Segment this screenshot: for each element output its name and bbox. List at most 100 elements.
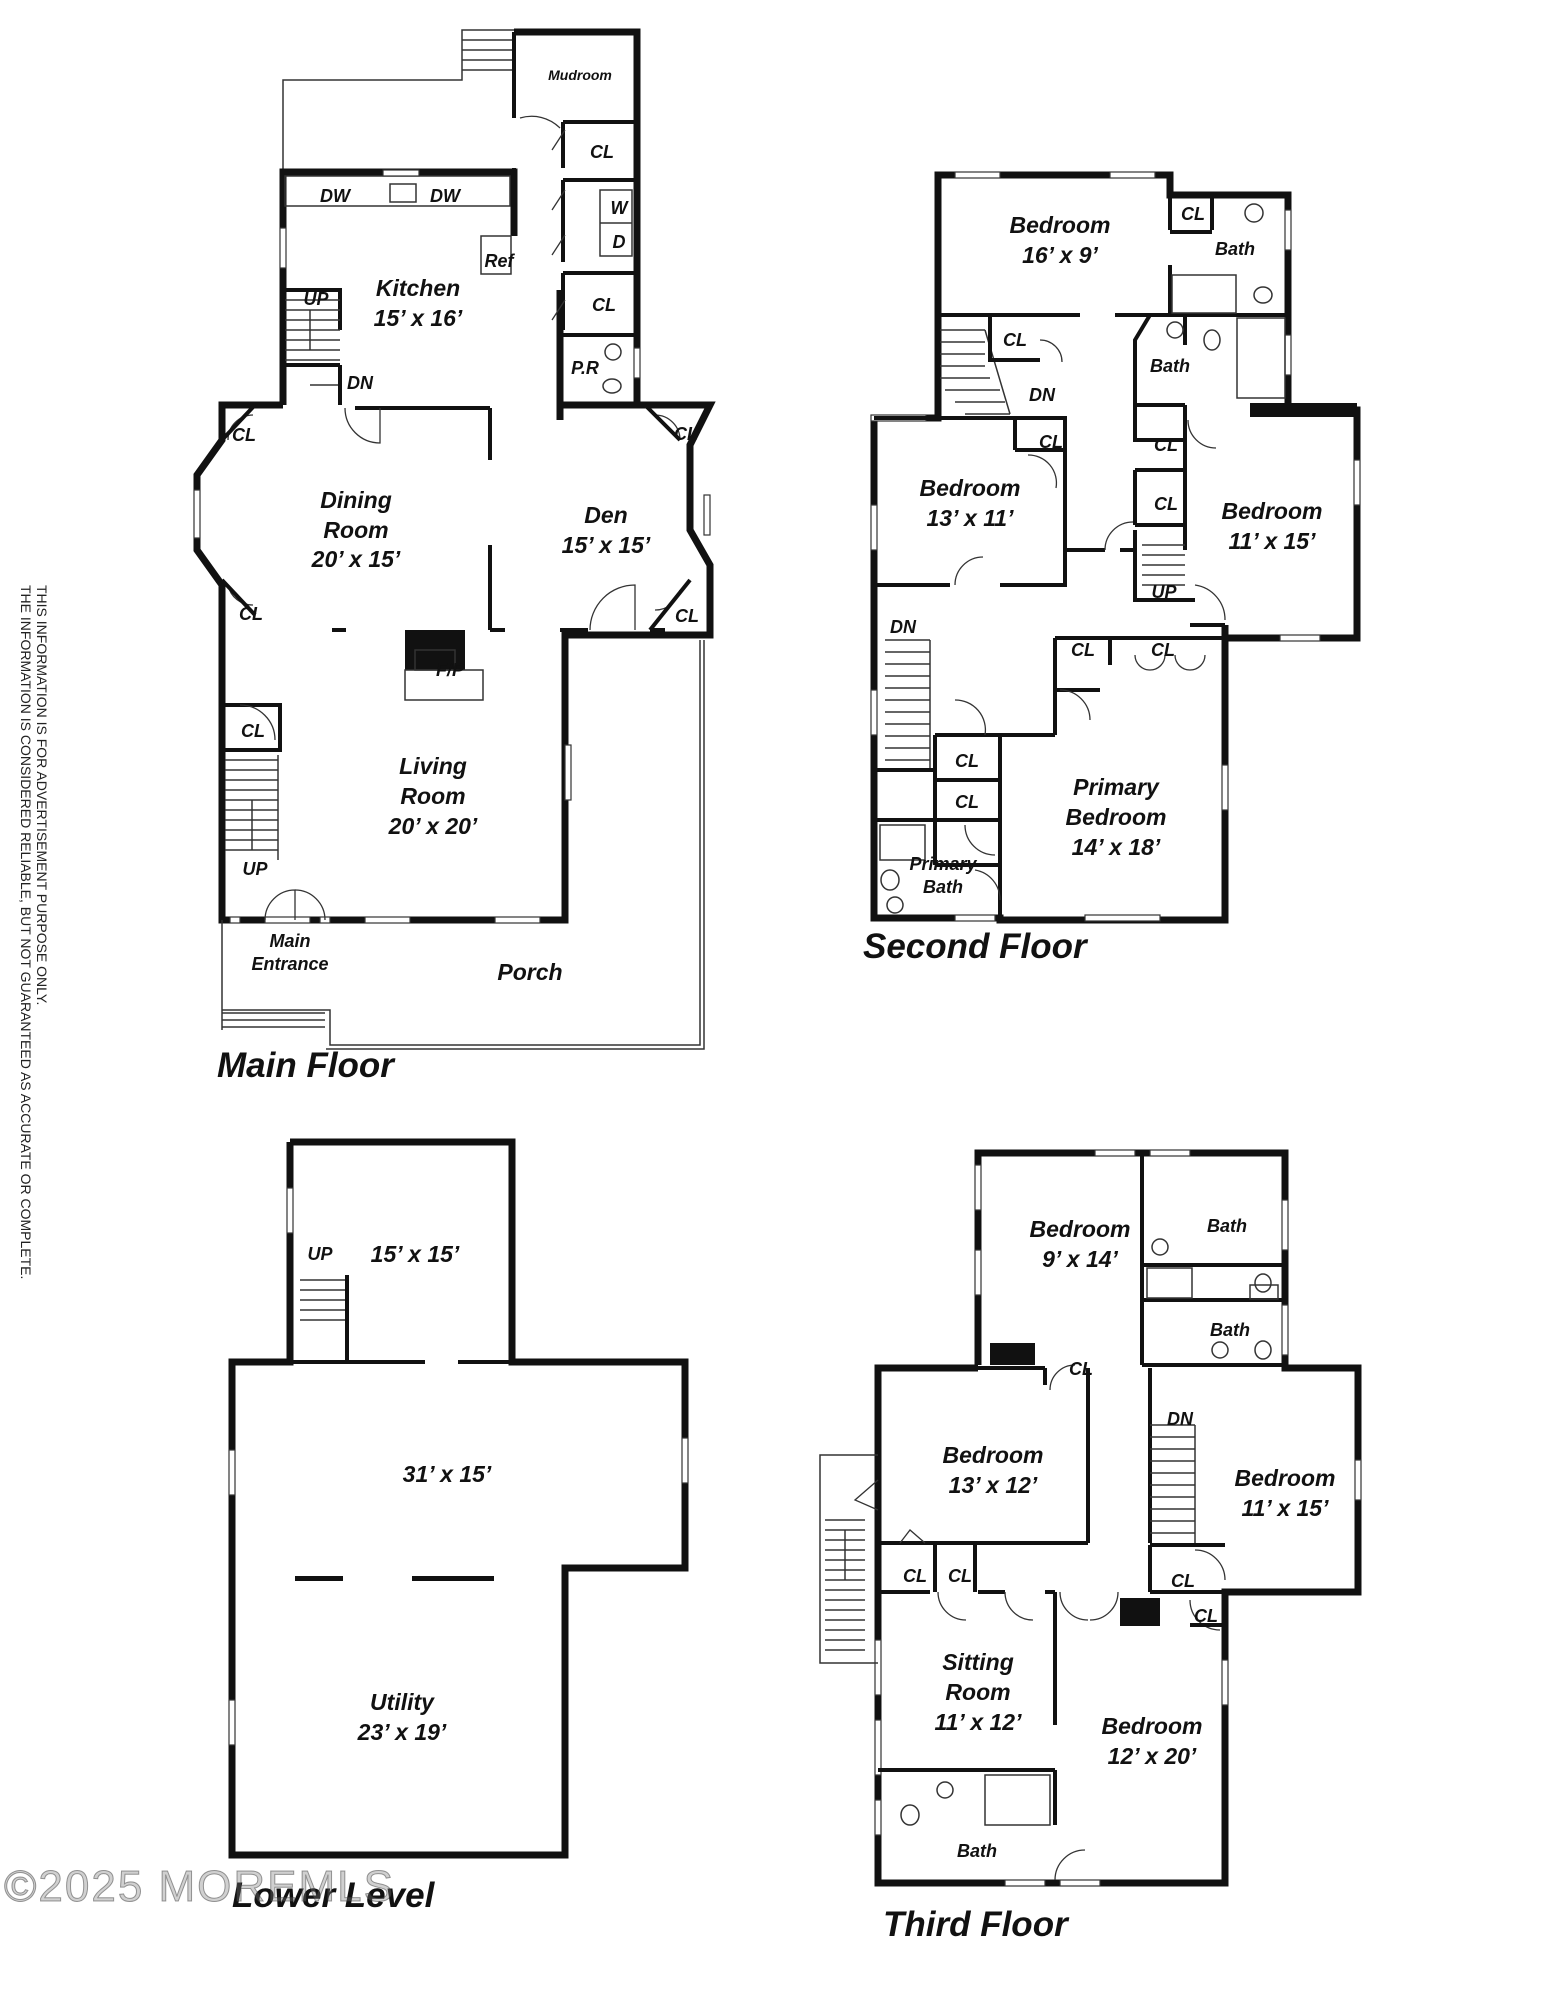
- porch-steps: [222, 1012, 325, 1028]
- kitchen-stairs: [285, 299, 340, 386]
- dining-room-label-line2: Room: [323, 517, 388, 543]
- living-closet-label: CL: [241, 721, 265, 741]
- third-bedroom-3-label: Bedroom: [1235, 1465, 1336, 1491]
- second-bedroom-1-label: Bedroom: [1010, 212, 1111, 238]
- second-stairs-down-1-label: DN: [1029, 385, 1056, 405]
- lower-stairs-up-label: UP: [307, 1244, 333, 1264]
- den-closet-bottom-label: CL: [675, 606, 699, 626]
- second-floor-title: Second Floor: [863, 927, 1089, 966]
- second-bedroom-3-dimensions: 11’ x 15’: [1229, 528, 1317, 554]
- kitchen-dimensions: 15’ x 16’: [374, 305, 463, 331]
- dryer-label: D: [613, 232, 626, 252]
- kitchen-stairs-up-label: UP: [303, 289, 329, 309]
- dining-closet-bottom-label: CL: [239, 604, 263, 624]
- kitchen-stairs-down-label: DN: [347, 373, 374, 393]
- lower-level-title: Lower Level: [232, 1876, 436, 1915]
- main-floor-outer-walls: [193, 401, 716, 924]
- mudroom-label: Mudroom: [548, 67, 612, 83]
- third-bedroom-4-dimensions: 12’ x 20’: [1108, 1743, 1197, 1769]
- refrigerator-label: Ref: [484, 251, 515, 271]
- sitting-room-label-line1: Sitting: [942, 1649, 1014, 1675]
- living-stairs-up-label: UP: [242, 859, 268, 879]
- exterior-stairs-outline: [819, 1454, 878, 1664]
- living-room-label-line2: Room: [400, 783, 465, 809]
- primary-bedroom-dimensions: 14’ x 18’: [1072, 834, 1161, 860]
- second-cl-3-label: CL: [1154, 435, 1178, 455]
- copyright-watermark: ©2025 MOREMLS: [4, 1862, 395, 1912]
- utility-room-label: Utility: [370, 1689, 435, 1715]
- primary-bedroom-label-line2: Bedroom: [1066, 804, 1167, 830]
- den-closet-top-label: CL: [674, 424, 698, 444]
- utility-room-dimensions: 23’ x 19’: [357, 1719, 447, 1745]
- third-bath-3-label: Bath: [957, 1841, 997, 1861]
- second-stairs-up-label: UP: [1151, 582, 1177, 602]
- lower-room-1-dimensions: 15’ x 15’: [371, 1241, 460, 1267]
- lower-level-plan: [228, 1138, 689, 1859]
- second-cl-1-label: CL: [1181, 204, 1205, 224]
- second-cl-9-label: CL: [955, 792, 979, 812]
- living-room-dimensions: 20’ x 20’: [388, 813, 478, 839]
- sitting-room-label-line2: Room: [945, 1679, 1010, 1705]
- second-bath-1-label: Bath: [1215, 239, 1255, 259]
- kitchen-label: Kitchen: [376, 275, 460, 301]
- disclaimer-line-1: THIS INFORMATION IS FOR ADVERTISEMENT PU…: [34, 585, 50, 1006]
- main-entrance-label-line2: Entrance: [251, 954, 328, 974]
- living-room-label-line1: Living: [399, 753, 467, 779]
- third-bath-1-label: Bath: [1207, 1216, 1247, 1236]
- third-bedroom-1-label: Bedroom: [1030, 1216, 1131, 1242]
- second-floor-rear-stairs: [1142, 544, 1185, 586]
- dining-room-dimensions: 20’ x 15’: [311, 546, 401, 572]
- fireplace-label: F/P: [436, 660, 465, 680]
- second-bedroom-1-dimensions: 16’ x 9’: [1022, 242, 1098, 268]
- second-floor-plan: [870, 171, 1361, 924]
- third-bedroom-2-dimensions: 13’ x 12’: [949, 1472, 1038, 1498]
- third-floor-stairs: [1150, 1424, 1196, 1545]
- sitting-room-dimensions: 11’ x 12’: [935, 1709, 1023, 1735]
- second-bedroom-3-label: Bedroom: [1222, 498, 1323, 524]
- dining-bay-window: [193, 489, 201, 539]
- lower-room-2-dimensions: 31’ x 15’: [403, 1461, 492, 1487]
- third-stairs-down-label: DN: [1167, 1409, 1194, 1429]
- main-entrance-label-line1: Main: [269, 931, 310, 951]
- primary-bedroom-label-line1: Primary: [1073, 774, 1160, 800]
- powder-room-label: P.R: [571, 358, 599, 378]
- third-floor-exterior-stairs: [825, 1519, 865, 1651]
- main-cl-mudroom-label: CL: [590, 142, 614, 162]
- second-cl-8-label: CL: [955, 751, 979, 771]
- lower-level-outer-walls: [228, 1138, 689, 1859]
- third-cl-4-label: CL: [1171, 1571, 1195, 1591]
- den-dimensions: 15’ x 15’: [562, 532, 651, 558]
- second-cl-4-label: CL: [1039, 432, 1063, 452]
- third-floor-title: Third Floor: [883, 1905, 1070, 1944]
- third-cl-1-label: CL: [1069, 1359, 1093, 1379]
- third-bedroom-2-label: Bedroom: [943, 1442, 1044, 1468]
- living-room-stairs: [225, 755, 279, 860]
- main-floor-title: Main Floor: [217, 1046, 396, 1085]
- den-window: [703, 494, 711, 536]
- primary-bath-label-line1: Primary: [909, 854, 977, 874]
- third-bedroom-4-label: Bedroom: [1102, 1713, 1203, 1739]
- third-bedroom-3-dimensions: 11’ x 15’: [1242, 1495, 1330, 1521]
- porch-label: Porch: [497, 959, 562, 985]
- third-cl-2-label: CL: [903, 1566, 927, 1586]
- refrigerator: [480, 235, 512, 275]
- second-bath-2-label: Bath: [1150, 356, 1190, 376]
- second-cl-5-label: CL: [1154, 494, 1178, 514]
- main-floor-plan: [193, 28, 716, 1050]
- third-cl-3-label: CL: [948, 1566, 972, 1586]
- disclaimer: THIS INFORMATION IS FOR ADVERTISEMENT PU…: [18, 585, 50, 1595]
- lower-level-stairs: [300, 1279, 345, 1321]
- second-stairs-down-2-label: DN: [890, 617, 917, 637]
- dining-room-label-line1: Dining: [320, 487, 392, 513]
- dining-closet-top-label: CL: [232, 425, 256, 445]
- second-cl-2-label: CL: [1003, 330, 1027, 350]
- third-bath-2-label: Bath: [1210, 1320, 1250, 1340]
- third-floor-plan: [819, 1149, 1362, 1887]
- second-cl-6-label: CL: [1071, 640, 1095, 660]
- third-cl-5-label: CL: [1194, 1606, 1218, 1626]
- second-floor-main-stairs: [885, 639, 931, 770]
- second-bedroom-2-dimensions: 13’ x 11’: [927, 505, 1015, 531]
- second-cl-7-label: CL: [1151, 640, 1175, 660]
- main-cl-kitchen-label: CL: [592, 295, 616, 315]
